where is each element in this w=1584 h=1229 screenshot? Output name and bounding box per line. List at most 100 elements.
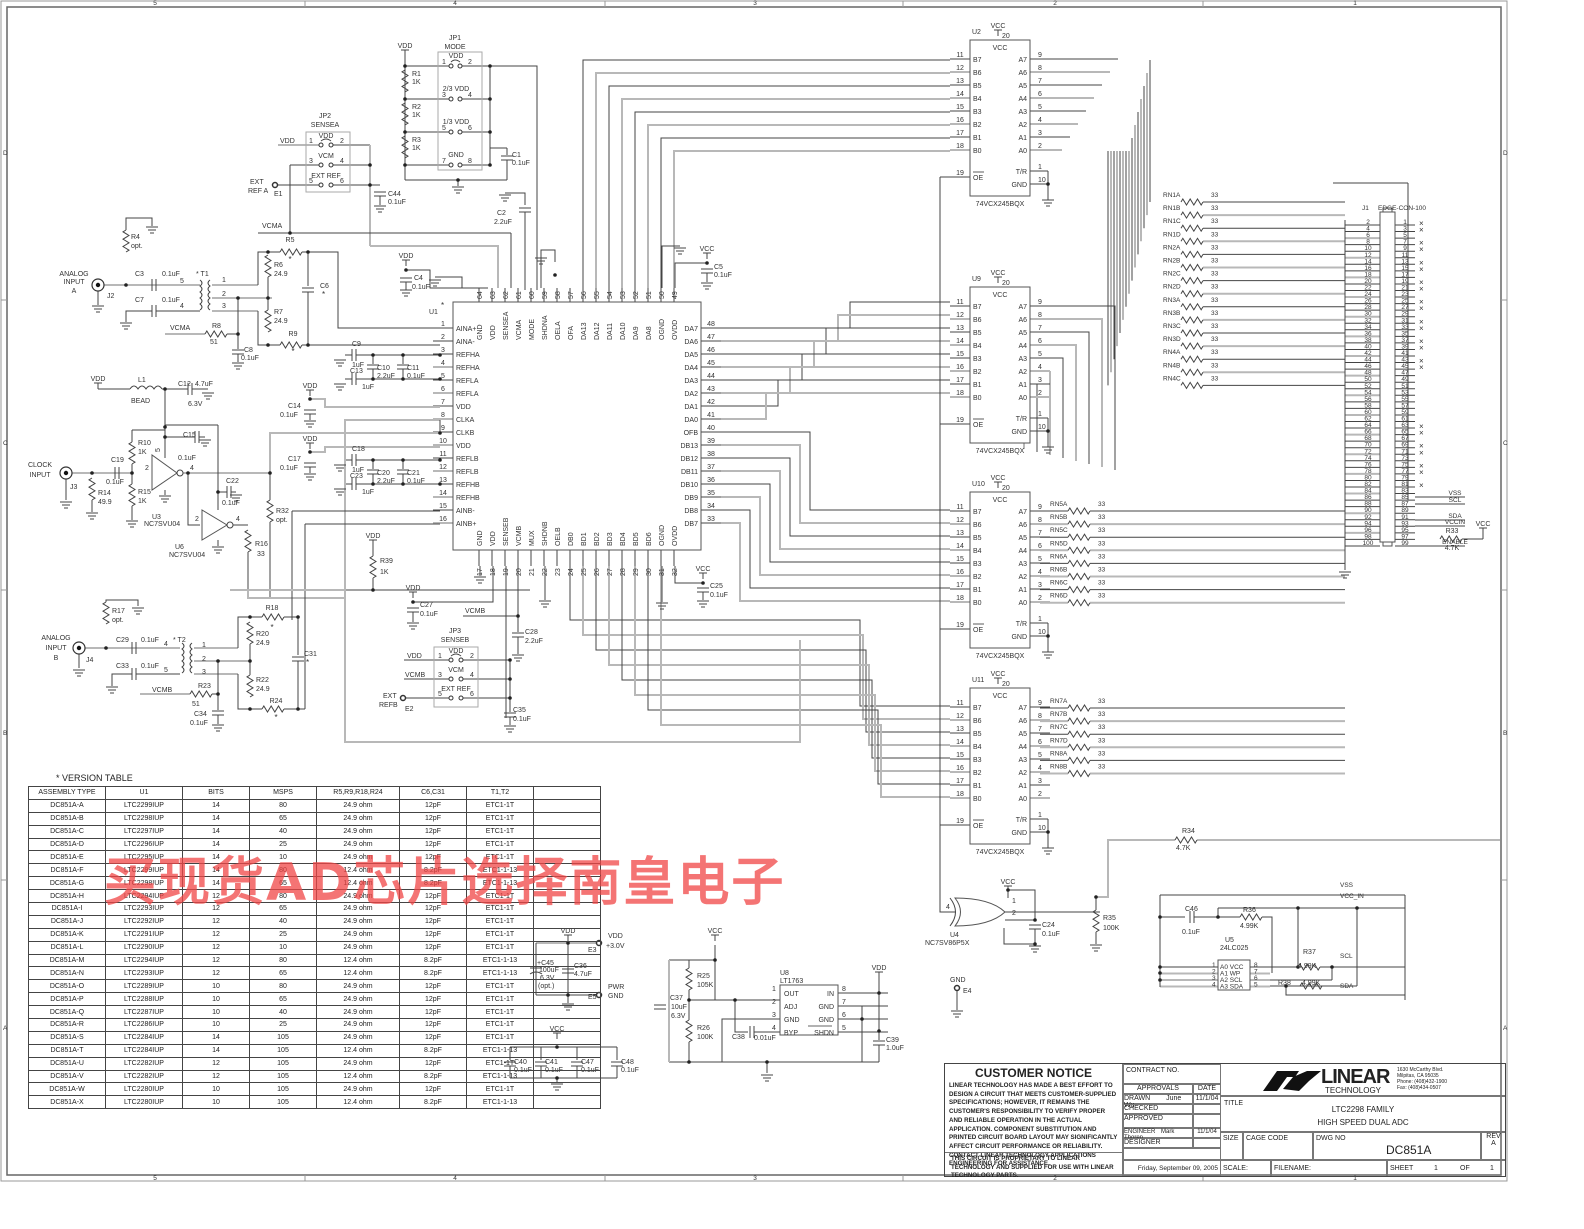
resistor-value: 1K bbox=[138, 449, 147, 456]
pin-name: B6 bbox=[973, 522, 982, 529]
resistor-ref: R16 bbox=[255, 541, 268, 548]
pin-number: 60 bbox=[529, 291, 536, 299]
junction-dot bbox=[1158, 965, 1162, 969]
junction-dot bbox=[268, 471, 272, 475]
pin-number: 4 bbox=[180, 303, 184, 310]
version-table-cell: 10 bbox=[182, 1005, 250, 1020]
pin-number: 20 bbox=[1002, 33, 1010, 40]
no-connect-icon: × bbox=[1419, 304, 1424, 313]
ic-ref: U8 bbox=[780, 970, 789, 977]
junction-dot bbox=[1158, 971, 1162, 975]
version-table-cell: ETC1-1T bbox=[466, 798, 534, 813]
cap-ref: C38 bbox=[732, 1034, 745, 1041]
power-rail-icon bbox=[409, 591, 417, 598]
connector-pin-number: 6 bbox=[1366, 232, 1370, 239]
input-label: ANALOG bbox=[41, 635, 70, 642]
resistor-value: 33 bbox=[257, 551, 265, 558]
pin-name: B0 bbox=[973, 148, 982, 155]
pin-name: A2 bbox=[1018, 770, 1027, 777]
resistor-icon bbox=[1239, 913, 1263, 921]
pin-number: 8 bbox=[1038, 713, 1042, 720]
pin-name: B1 bbox=[973, 382, 982, 389]
testpoint-label: GND bbox=[950, 977, 966, 984]
pin-name: A6 bbox=[1018, 522, 1027, 529]
connector-pin-number: 79 bbox=[1401, 474, 1409, 481]
dwg-no-label: DWG NO bbox=[1316, 1135, 1346, 1142]
jumper-row-label: VDD bbox=[449, 648, 464, 655]
pin-number: 15 bbox=[439, 503, 447, 510]
cap-value: 0.1uF bbox=[106, 479, 124, 486]
wire bbox=[734, 1000, 748, 1033]
no-connect-icon: × bbox=[1419, 239, 1424, 248]
power-label: VCC bbox=[1001, 879, 1016, 886]
junction-dot bbox=[236, 296, 240, 300]
input-label: INPUT bbox=[64, 279, 86, 286]
resistor-network-value: 33 bbox=[1211, 231, 1219, 238]
capacitor-icon bbox=[504, 712, 516, 718]
wire bbox=[406, 269, 488, 289]
connector-pin-number: 60 bbox=[1364, 409, 1372, 416]
connector-pin-number: 33 bbox=[1401, 324, 1409, 331]
inverter-bubble-icon bbox=[226, 521, 234, 529]
pin-name: B5 bbox=[973, 731, 982, 738]
jumper-jp1-outline bbox=[437, 51, 483, 171]
no-connect-icon: × bbox=[1419, 219, 1424, 228]
resistor-icon bbox=[1180, 342, 1204, 351]
version-table-header-cell: U1 bbox=[105, 786, 183, 800]
pin-number: 13 bbox=[439, 477, 447, 484]
wire bbox=[310, 446, 440, 453]
version-table-cell: 25 bbox=[249, 1018, 317, 1032]
buffer-u9-body bbox=[969, 286, 1031, 444]
pin-number: 20 bbox=[1002, 280, 1010, 287]
pin-number: 1 bbox=[1038, 164, 1042, 171]
resistor-network-value: 33 bbox=[1211, 336, 1219, 343]
resistor-icon bbox=[1067, 704, 1091, 712]
pin-name: B1 bbox=[973, 135, 982, 142]
ground-icon bbox=[232, 362, 244, 370]
pin-name: A7 bbox=[1018, 304, 1027, 311]
pin-number: 5 bbox=[1038, 104, 1042, 111]
pin-name: B3 bbox=[973, 109, 982, 116]
version-table-cell bbox=[533, 1082, 601, 1097]
version-table-cell: 10 bbox=[182, 1095, 250, 1110]
version-table-cell: ETC1-1-13 bbox=[466, 1095, 534, 1110]
resistor-network-value: 33 bbox=[1098, 593, 1106, 600]
version-table-cell: 40 bbox=[249, 914, 317, 929]
connector-pin-number: 53 bbox=[1401, 389, 1409, 396]
wire bbox=[540, 249, 556, 288]
jumper-pin-icon bbox=[458, 676, 464, 682]
version-table-cell: 8.2pF bbox=[399, 1043, 467, 1058]
connector-pin-number: 11 bbox=[1402, 252, 1409, 259]
pin-name: VCMB bbox=[516, 525, 523, 546]
connector-pin-number: 50 bbox=[1364, 376, 1372, 383]
ground-icon bbox=[146, 226, 158, 234]
resistor-icon bbox=[1180, 211, 1204, 220]
connector-key bbox=[1382, 207, 1393, 213]
resistor-network-ref: RN2B bbox=[1163, 258, 1180, 265]
resistor-network-ref: RN8A bbox=[1050, 750, 1068, 757]
adc-u1-body bbox=[452, 301, 702, 551]
resistor-value: 1K bbox=[138, 498, 147, 505]
connector-pin-number: 96 bbox=[1364, 527, 1372, 534]
junction-dot bbox=[266, 250, 270, 254]
version-table-cell: 12 bbox=[182, 1056, 250, 1071]
inductor-icon bbox=[129, 385, 163, 390]
connector-pin-number: 8 bbox=[1366, 239, 1370, 246]
pin-name: REFLA bbox=[456, 378, 479, 385]
resistor-ref: R24 bbox=[270, 698, 283, 705]
pin-name: A1 bbox=[1018, 783, 1027, 790]
cap-ref: C34 bbox=[194, 711, 207, 718]
jumper-row-label: VCM bbox=[318, 153, 334, 160]
pin-number: 5 bbox=[438, 691, 442, 698]
resistor-icon bbox=[1439, 535, 1463, 543]
cap-ref: C18 bbox=[352, 446, 365, 453]
pin-name: REFLB bbox=[456, 456, 479, 463]
pin-number: 6 bbox=[340, 178, 344, 185]
sensea-net bbox=[370, 245, 499, 288]
resistor-icon bbox=[264, 254, 272, 278]
junction-dot bbox=[488, 97, 492, 101]
pin-name: A5 bbox=[1018, 330, 1027, 337]
